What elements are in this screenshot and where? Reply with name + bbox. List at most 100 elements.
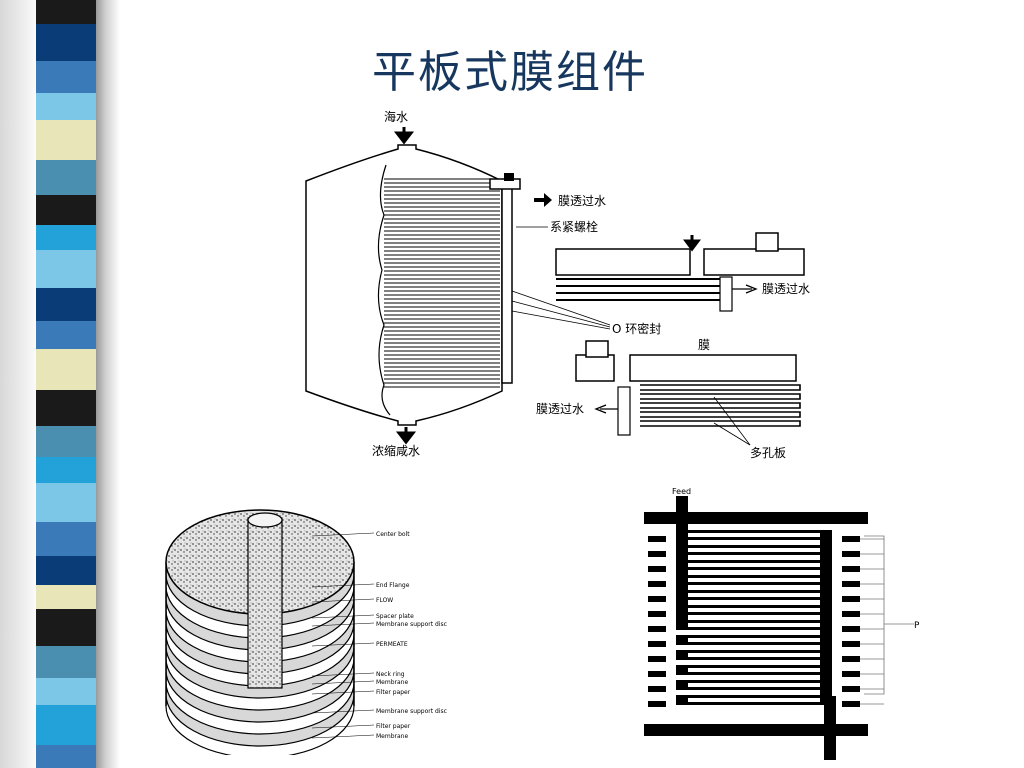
callout-leader (311, 690, 375, 695)
detail-bottom-plate-left (575, 354, 615, 382)
leader-porous-2 (713, 422, 751, 446)
stripe-block (36, 61, 100, 93)
callout-leader (311, 642, 375, 647)
left-tab (648, 671, 666, 677)
slide-title: 平板式膜组件 (372, 47, 648, 98)
stripe-block (36, 120, 100, 160)
stripe-block (36, 457, 100, 483)
label-permeate-left: 膜透过水 (536, 402, 584, 416)
stripe-block (36, 705, 100, 745)
label-permeate-top: 膜透过水 (558, 194, 606, 208)
flow-channel-inner (688, 578, 820, 582)
callout-membrane-support-2: Membrane support disc (376, 708, 447, 715)
detail-membrane-stack-lower (617, 384, 801, 436)
right-tab (842, 611, 860, 617)
arrow-permeate-top (534, 193, 552, 207)
left-tab (648, 641, 666, 647)
stripe-grey-band (0, 0, 40, 768)
right-tab (842, 536, 860, 542)
flow-channel-inner (688, 548, 820, 552)
label-concentrate: 浓缩咸水 (372, 443, 420, 458)
callout-membrane-1: Membrane (376, 679, 408, 686)
callout-leader (311, 614, 375, 619)
left-tab (648, 536, 666, 542)
callout-filter-paper-1: Filter paper (376, 689, 411, 696)
detail-porous-plate (640, 393, 801, 400)
callout-leader (311, 724, 375, 729)
callout-leader (311, 598, 375, 603)
label-permeate-right: 膜透过水 (762, 282, 810, 296)
detail-porous-plate (640, 420, 801, 427)
callout-spacer-plate: Spacer plate (376, 613, 414, 620)
detail-bolt-top (755, 232, 779, 252)
right-tab (842, 581, 860, 587)
bottom-header-bar (644, 724, 868, 736)
left-tab (648, 701, 666, 707)
right-tab (842, 686, 860, 692)
stripe-block (36, 745, 100, 768)
stripe-block (36, 390, 100, 426)
top-header-bar (644, 512, 868, 524)
flow-channel-inner (688, 623, 820, 627)
stripe-block (36, 321, 100, 349)
callout-leader (311, 622, 375, 627)
callout-leader (311, 734, 375, 739)
outlet-pipe (824, 696, 836, 760)
center-bolt-top (247, 512, 283, 528)
stripe-block (36, 349, 100, 390)
stripe-block (36, 522, 100, 556)
label-o-ring: O 环密封 (612, 321, 661, 336)
stripe-shadow (96, 0, 120, 768)
label-porous-plate: 多孔板 (750, 446, 786, 460)
callout-neck-ring: Neck ring (376, 671, 405, 678)
leader-oring-3 (511, 310, 611, 330)
callout-membrane-2: Membrane (376, 733, 408, 740)
stripe-block (36, 195, 100, 225)
right-tab (842, 596, 860, 602)
callout-leader (311, 672, 375, 677)
left-tab (648, 686, 666, 692)
figure-plate-module-diagram: 海水 膜透过水 系紧螺栓 膜透过水 O 环密封 膜 膜透过水 浓缩咸水 多孔板 (305, 109, 810, 460)
stripe-block (36, 225, 100, 250)
callout-end-flange: End Flange (376, 582, 410, 589)
cutaway-edge (377, 164, 391, 416)
label-permeate-out: P (914, 621, 920, 631)
left-tab (648, 611, 666, 617)
leader-oring-1 (511, 290, 611, 326)
detail-seal-block (617, 386, 631, 436)
stripe-block (36, 0, 100, 24)
stripe-color-blocks (36, 0, 100, 768)
left-tab (648, 551, 666, 557)
detail-bottom-plate-right (629, 354, 797, 382)
serpentine-channels (676, 530, 832, 705)
callout-membrane-support-1: Membrane support disc (376, 621, 447, 628)
left-tab (648, 626, 666, 632)
right-tab (842, 641, 860, 647)
stripe-block (36, 160, 100, 195)
arrow-permeate-right (732, 284, 758, 294)
stripe-block (36, 609, 100, 646)
right-tab (842, 701, 860, 707)
leader-oring-2 (511, 300, 611, 328)
detail-seal-block (719, 276, 733, 312)
decorative-stripe (0, 0, 120, 768)
callout-leader (311, 680, 375, 685)
left-tab (648, 581, 666, 587)
right-tab (842, 551, 860, 557)
label-tie-bolt: 系紧螺栓 (550, 219, 598, 234)
stripe-block (36, 24, 100, 61)
detail-porous-plate (640, 411, 801, 418)
stripe-block (36, 646, 100, 678)
membrane-plates (384, 178, 500, 388)
left-tab (648, 656, 666, 662)
side-outlet-tabs (648, 536, 884, 707)
detail-bolt-bottom (585, 340, 609, 358)
stripe-block (36, 585, 100, 609)
label-seawater: 海水 (384, 109, 408, 124)
stripe-block (36, 556, 100, 585)
label-membrane: 膜 (698, 338, 710, 352)
bolt-nut-top (504, 173, 514, 181)
stripe-block (36, 93, 100, 120)
left-tab (648, 596, 666, 602)
